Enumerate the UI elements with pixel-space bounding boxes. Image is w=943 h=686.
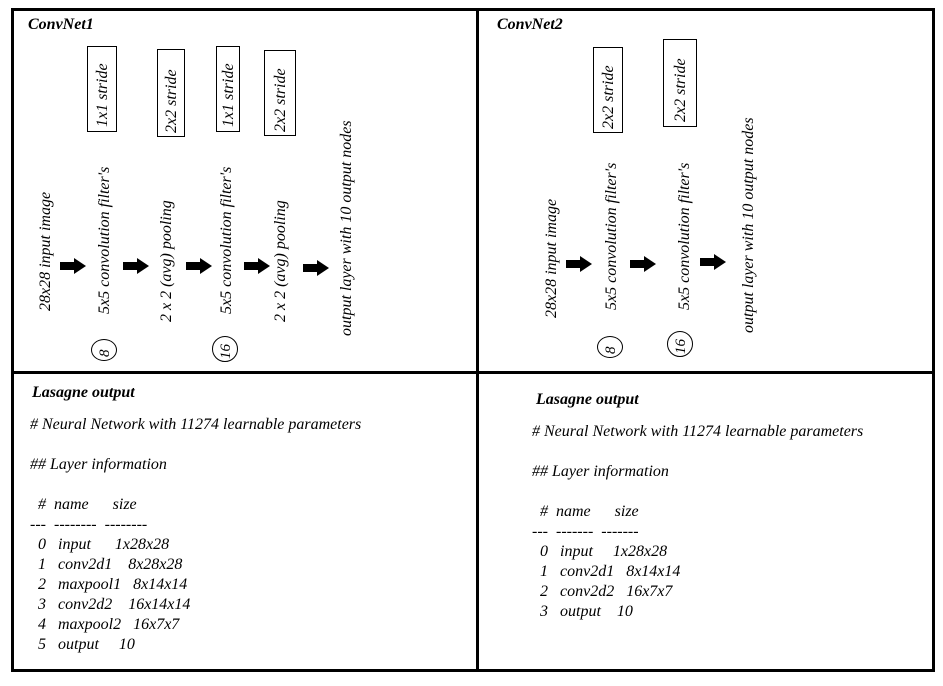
table-row: 0 input 1x28x28 (30, 536, 170, 553)
convnet1-pool1-stride-box: 2x2 stride (157, 49, 185, 137)
arrow-icon (303, 260, 329, 276)
table-row: 3 conv2d2 16x14x14 (30, 596, 191, 613)
lasagne1-summary: # Neural Network with 11274 learnable pa… (30, 416, 362, 433)
convnet2-conv2-stride-box: 2x2 stride (663, 39, 697, 127)
vertical-divider (476, 8, 479, 672)
table-row: 5 output 10 (30, 636, 135, 653)
convnet2-title: ConvNet2 (497, 16, 563, 33)
lasagne2-section: ## Layer information (532, 463, 669, 480)
table-row: 2 maxpool1 8x14x14 (30, 576, 188, 593)
convnet1-conv2-filters-badge: 16 (212, 336, 238, 362)
table-row: 1 conv2d1 8x14x14 (532, 563, 681, 580)
convnet1-pool2-stride-box: 2x2 stride (264, 50, 296, 136)
lasagne1-header: # name size (30, 496, 137, 513)
convnet2-conv1-stride-box: 2x2 stride (593, 47, 623, 133)
convnet1-title: ConvNet1 (28, 16, 94, 33)
lasagne2-divider: --- ------- ------- (532, 523, 639, 540)
lasagne2-header: # name size (532, 503, 639, 520)
arrow-icon (60, 258, 86, 274)
lasagne2-title: Lasagne output (536, 391, 639, 408)
table-row: 3 output 10 (532, 603, 633, 620)
lasagne2-summary: # Neural Network with 11274 learnable pa… (532, 423, 864, 440)
table-row: 4 maxpool2 16x7x7 (30, 616, 180, 633)
convnet1-conv2-stride: 1x1 stride (220, 63, 237, 127)
horizontal-divider (11, 371, 935, 374)
convnet1-pool1-stride: 2x2 stride (163, 69, 180, 133)
convnet1-conv1-stride-box: 1x1 stride (87, 46, 117, 132)
lasagne1-title: Lasagne output (32, 384, 135, 401)
table-row: 1 conv2d1 8x28x28 (30, 556, 183, 573)
convnet2-conv1-filters-badge: 8 (597, 336, 623, 358)
convnet2-conv2-stride: 2x2 stride (672, 58, 689, 122)
convnet2-conv1-stride: 2x2 stride (600, 65, 617, 129)
table-row: 0 input 1x28x28 (532, 543, 668, 560)
convnet2-conv2-filters-badge: 16 (667, 331, 693, 357)
convnet1-conv1-filters-badge: 8 (91, 339, 117, 361)
convnet1-conv2-stride-box: 1x1 stride (216, 46, 240, 132)
arrow-icon (186, 258, 212, 274)
lasagne1-divider: --- -------- -------- (30, 516, 148, 533)
outer-frame (11, 8, 935, 672)
arrow-icon (123, 258, 149, 274)
convnet1-pool2-stride: 2x2 stride (272, 68, 289, 132)
arrow-icon (244, 258, 270, 274)
convnet1-conv1-stride: 1x1 stride (94, 63, 111, 127)
arrow-icon (630, 256, 656, 272)
lasagne1-section: ## Layer information (30, 456, 167, 473)
arrow-icon (700, 254, 726, 270)
table-row: 2 conv2d2 16x7x7 (532, 583, 673, 600)
arrow-icon (566, 256, 592, 272)
